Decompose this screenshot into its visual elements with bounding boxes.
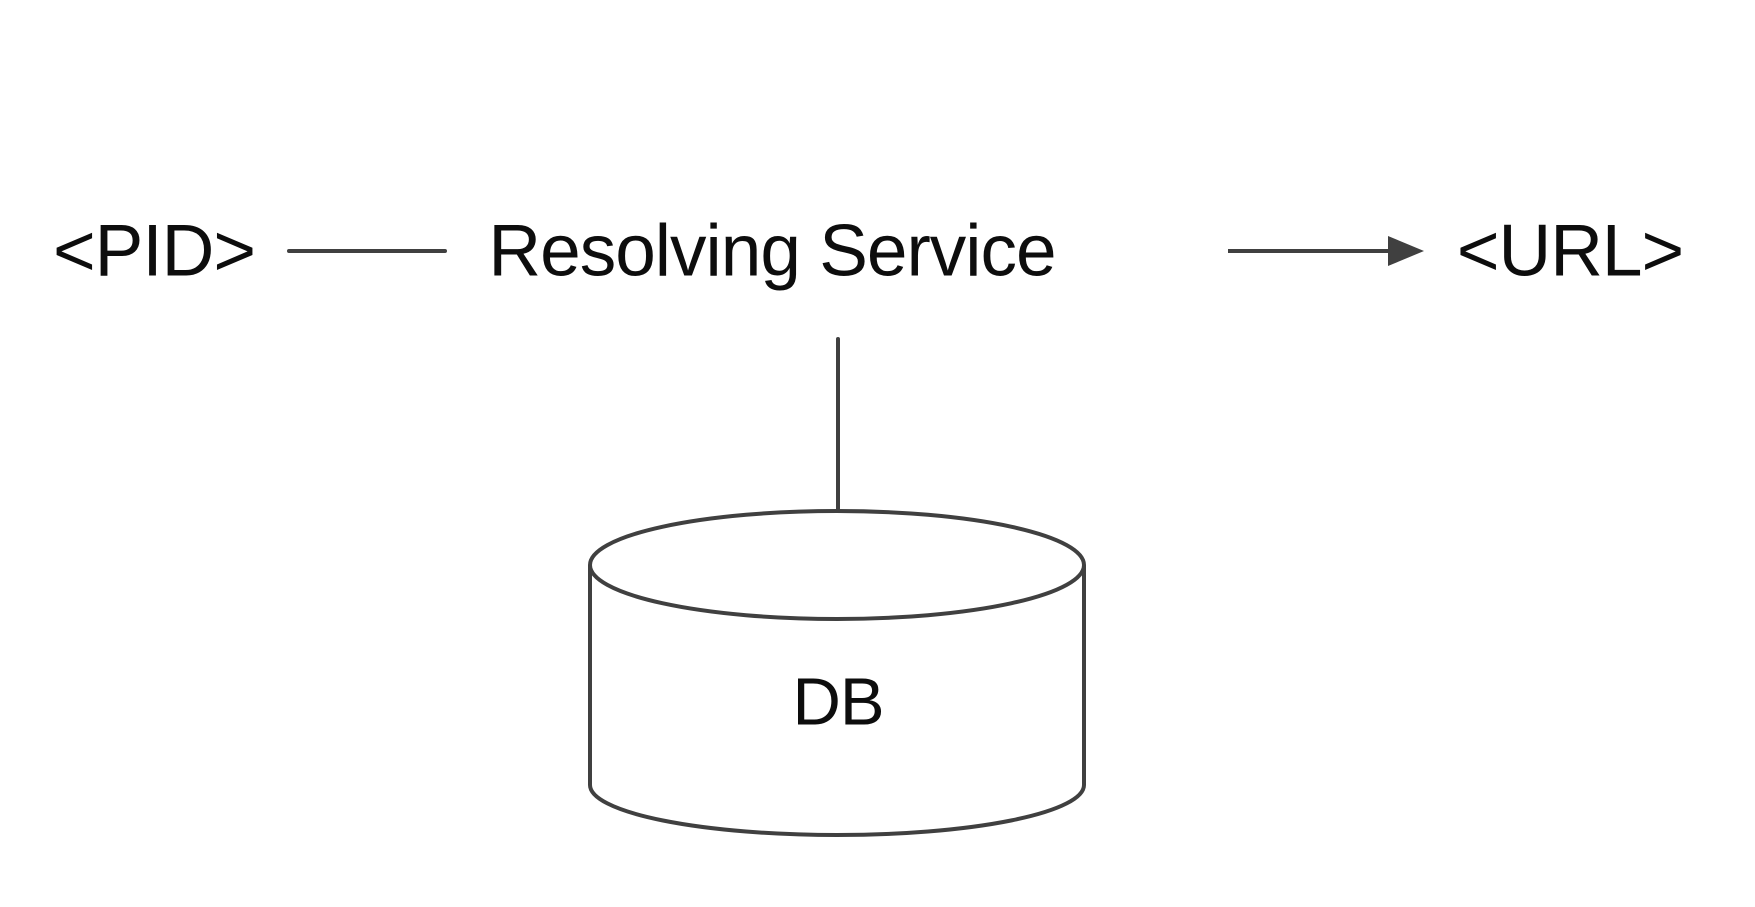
database-cylinder (588, 509, 1086, 837)
pid-label: <PID> (53, 210, 256, 292)
service-url-arrow-connector (1228, 236, 1424, 266)
arrowhead-icon (1388, 236, 1424, 266)
resolving-service-label: Resolving Service (488, 210, 1056, 292)
service-db-connector-line (836, 337, 840, 513)
cylinder-top-ellipse (588, 509, 1086, 621)
pid-service-connector-line (287, 249, 447, 253)
url-label: <URL> (1456, 210, 1684, 292)
db-label: DB (792, 664, 884, 740)
cylinder-body (588, 565, 1086, 837)
